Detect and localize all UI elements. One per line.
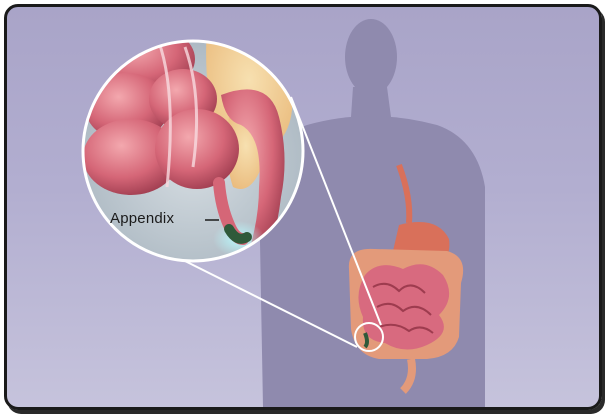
anatomy-illustration: [7, 7, 599, 407]
illustration-frame: Appendix: [4, 4, 602, 410]
appendix-label: Appendix: [110, 210, 174, 227]
